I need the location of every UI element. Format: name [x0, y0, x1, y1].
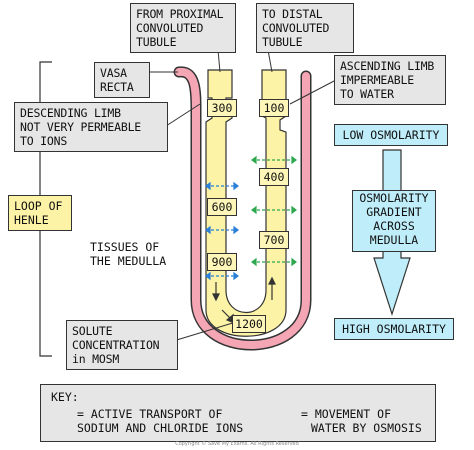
copyright: Copyright © Save My Exams. All Rights Re… — [175, 441, 299, 447]
conc-900: 900 — [207, 253, 237, 271]
key-title: KEY: — [51, 390, 79, 404]
active-transport-arrows — [251, 155, 297, 267]
vasa-recta-fill — [175, 68, 310, 349]
pointer-lines — [150, 49, 337, 343]
high-osmolarity-label: HIGH OSMOLARITY — [334, 318, 454, 340]
conc-400: 400 — [259, 168, 289, 186]
low-osmolarity-label: LOW OSMOLARITY — [334, 124, 448, 146]
conc-600: 600 — [207, 198, 237, 216]
key-blue-text: = MOVEMENT OF WATER BY OSMOSIS — [301, 407, 422, 435]
conc-300: 300 — [207, 99, 237, 117]
conc-1200: 1200 — [232, 315, 266, 333]
osmosis-arrows — [205, 181, 239, 281]
conc-100: 100 — [259, 99, 289, 117]
key-panel: KEY: = ACTIVE TRANSPORT OF SODIUM AND CH… — [40, 384, 436, 442]
conc-700: 700 — [259, 231, 289, 249]
key-green-text: = ACTIVE TRANSPORT OF SODIUM AND CHLORID… — [77, 407, 244, 435]
